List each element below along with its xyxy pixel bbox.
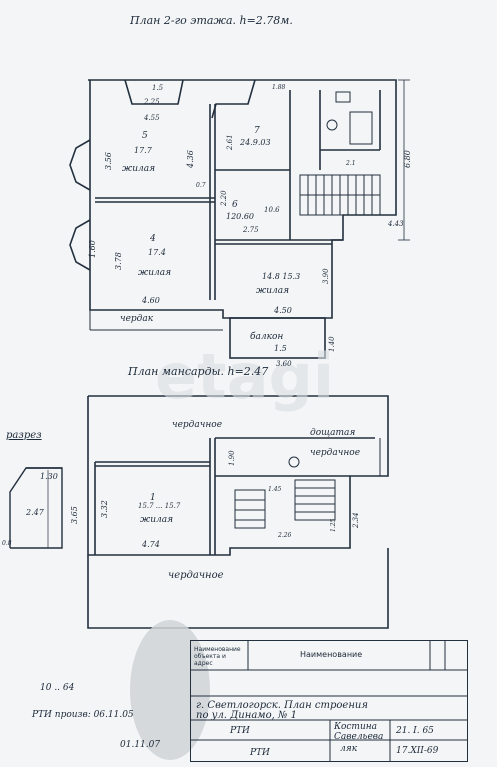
balcony-label: балкон: [250, 332, 284, 342]
attic-room-number: 1: [150, 493, 156, 503]
attic-outer-wall: [87, 395, 389, 556]
room6-area: 120.60: [226, 212, 254, 221]
height-right-dim: 4.43: [388, 220, 404, 228]
attic-dim-stair-e: 2.26: [278, 532, 292, 539]
attic-room-area: 15.7 ... 15.7: [138, 502, 181, 510]
room3-dim-bottom: 4.50: [274, 306, 292, 315]
note-left-2: РТИ произв: 06.11.05: [32, 710, 134, 720]
bay-window-upper: [69, 139, 91, 191]
balcony-dim: 1.40: [328, 336, 336, 352]
attic-dim-stair-c: 1.45: [268, 486, 282, 493]
attic-dim-stair-a: 1.90: [228, 450, 236, 466]
attic-label-bottom: чердачное: [168, 570, 224, 581]
room3-area: 15.3: [282, 272, 301, 281]
balcony-outline: [229, 317, 326, 359]
attic-dim-stair-d: 1.25: [330, 518, 337, 532]
room5-dim-mid: 4.55: [144, 114, 160, 122]
stamp-grid: [190, 640, 468, 762]
room5-dim-left: 3.56: [104, 152, 113, 170]
bay-window-lower: [69, 219, 91, 271]
room5-dim-top: 2.25: [144, 98, 160, 106]
stamp-sign1: Костина: [334, 722, 378, 732]
misc-dim-3: 0.7: [196, 182, 206, 189]
room4-dim-right: 3.78: [114, 252, 123, 270]
attic-floor-title: План мансарды. h=2.47: [128, 365, 269, 378]
attic-label-right: чердачное: [310, 448, 361, 458]
room6-dim-c: 2.75: [243, 226, 259, 234]
attic-label-top: чердачное: [172, 420, 223, 430]
room7-number: 7: [254, 126, 260, 136]
balcony-width: 3.60: [276, 360, 292, 368]
room6-dim-a: 2.20: [220, 190, 228, 206]
title-stamp: Наименование объекта и адрес Наименовани…: [190, 640, 468, 762]
misc-dim-1: 1.88: [272, 84, 286, 91]
note-left-1: 10 .. 64: [40, 683, 75, 693]
room6-number: 6: [232, 200, 238, 210]
stamp-line2: по ул. Динамо, № 1: [196, 710, 297, 721]
attic-strip-label: чердак: [120, 314, 154, 324]
room4-number: 4: [150, 234, 156, 244]
room5-dim-right: 4.36: [186, 150, 195, 168]
attic-lower-outline: [87, 548, 389, 629]
stamp-line1: г. Светлогорск. План строения: [196, 700, 368, 711]
room4-dim-left: 1.60: [88, 240, 97, 258]
stamp-header-right: Наименование: [300, 650, 363, 659]
attic-dim-room-left: 3.32: [100, 500, 109, 518]
note-left-3: 01.11.07: [120, 740, 161, 750]
boarded-label: дощатая: [310, 428, 356, 438]
room5-type: жилая: [122, 164, 156, 174]
room7-area: 24.9.03: [240, 138, 271, 147]
section-title: разрез: [6, 430, 42, 441]
stamp-date2: 17.XII-69: [396, 746, 439, 756]
room3-type: жилая: [256, 286, 290, 296]
room3-number: 14.8: [262, 272, 280, 281]
room5-number: 5: [142, 131, 148, 141]
stamp-header-left: Наименование объекта и адрес: [194, 646, 241, 667]
room7-dim-a: 2.61: [226, 134, 234, 150]
overall-height-dim: 6.80: [403, 150, 412, 168]
section-dim-small: 0.8: [2, 540, 12, 547]
room4-area: 17.4: [148, 248, 166, 257]
room4-dim-bottom: 4.60: [142, 296, 160, 305]
stamp-sign2: Савельева: [334, 732, 384, 742]
stamp-date1: 21. I. 65: [396, 726, 434, 736]
room3-number-area: 14.8 15.3: [262, 272, 300, 281]
room6-dim-b: 10.6: [264, 206, 280, 214]
watermark-text: etagi: [155, 340, 334, 413]
attic-dim-room-bottom: 4.74: [142, 540, 160, 549]
stamp-sign3: ляк: [340, 744, 358, 754]
balcony-area: 1.5: [274, 344, 287, 353]
attic-dim-stair-b: 2.34: [352, 512, 360, 528]
attic-dim-height-left: 3.65: [70, 506, 79, 524]
room4-type: жилая: [138, 268, 172, 278]
misc-dim-2: 2.1: [346, 160, 356, 167]
room5-area: 17.7: [134, 146, 152, 155]
section-dim-top: 1.30: [40, 472, 58, 481]
stamp-org1: РТИ: [230, 726, 250, 736]
attic-room-type: жилая: [140, 515, 174, 525]
bay-window-top: [124, 79, 184, 105]
stamp-org2: РТИ: [250, 748, 270, 758]
second-floor-title: План 2-го этажа. h=2.78м.: [130, 14, 293, 27]
section-dim-height: 2.47: [26, 508, 44, 517]
room3-dim-right: 3.90: [322, 268, 330, 284]
room5-dim-small: 1.5: [152, 84, 164, 92]
